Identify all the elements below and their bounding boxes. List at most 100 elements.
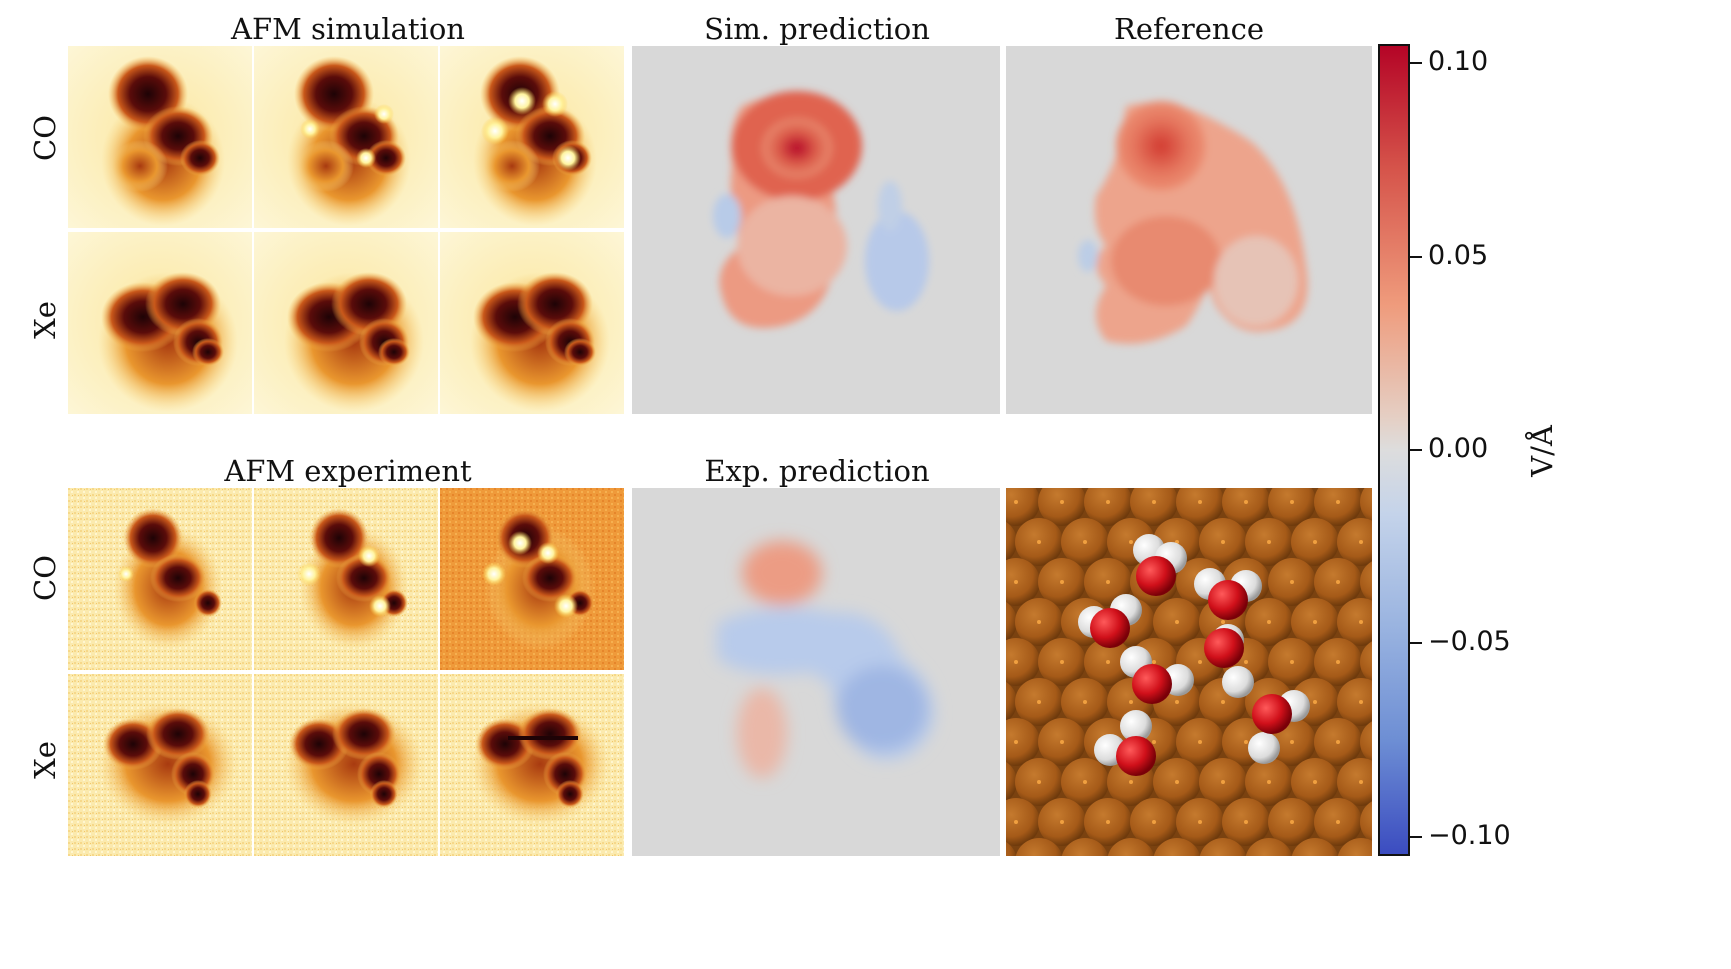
- colorbar-tick-mark: [1410, 642, 1422, 645]
- copper-atom-center: [1198, 500, 1202, 504]
- row-label-sim-co: CO: [28, 115, 62, 161]
- copper-atom: [1153, 838, 1201, 856]
- oxygen-atom: [1136, 556, 1176, 596]
- colorbar-tick-mark: [1410, 449, 1422, 451]
- copper-atom: [1360, 641, 1372, 683]
- copper-atom-center: [1359, 780, 1363, 784]
- copper-atom-center: [1014, 500, 1018, 504]
- colorbar: [1378, 44, 1410, 856]
- copper-atom-center: [1221, 540, 1225, 544]
- copper-atom: [1006, 798, 1040, 846]
- copper-atom: [1006, 841, 1017, 856]
- copper-atom: [1176, 488, 1224, 526]
- copper-atom-center: [1152, 820, 1156, 824]
- afm-experiment-grid: [68, 488, 624, 856]
- sim-prediction-map: [632, 46, 1000, 414]
- copper-atom-center: [1106, 500, 1110, 504]
- copper-atom-center: [1244, 500, 1248, 504]
- copper-atom-center: [1106, 660, 1110, 664]
- exp-prediction-map: [632, 488, 1000, 856]
- colorbar-label: V/Å: [1525, 425, 1559, 477]
- copper-atom-center: [1244, 740, 1248, 744]
- copper-atom: [1360, 721, 1372, 763]
- copper-atom: [1245, 838, 1293, 856]
- copper-atom-center: [1060, 820, 1064, 824]
- copper-atom: [1360, 488, 1372, 523]
- copper-atom-center: [1037, 540, 1041, 544]
- copper-atom-center: [1336, 740, 1340, 744]
- colorbar-tick-label: 0.05: [1428, 239, 1489, 271]
- oxygen-atom: [1090, 608, 1130, 648]
- copper-atom-center: [1083, 780, 1087, 784]
- copper-atom: [1291, 838, 1339, 856]
- copper-atom: [1006, 638, 1040, 686]
- copper-atom: [1199, 838, 1247, 856]
- copper-atom-center: [1336, 500, 1340, 504]
- copper-atom: [1006, 521, 1017, 563]
- copper-atom: [1107, 838, 1155, 856]
- copper-atom-center: [1014, 740, 1018, 744]
- copper-atom: [1222, 488, 1270, 526]
- oxygen-atom: [1132, 664, 1172, 704]
- copper-atom-center: [1313, 780, 1317, 784]
- copper-atom: [1360, 561, 1372, 603]
- copper-atom: [1337, 678, 1372, 726]
- copper-atom: [1084, 488, 1132, 526]
- atomic-structure-image: [1006, 488, 1372, 856]
- colorbar-tick-mark: [1410, 62, 1422, 65]
- copper-atom-center: [1060, 660, 1064, 664]
- title-reference: Reference: [1114, 12, 1264, 46]
- copper-atom: [1061, 838, 1109, 856]
- oxygen-atom: [1116, 736, 1156, 776]
- copper-atom-center: [1359, 620, 1363, 624]
- copper-atom-center: [1106, 820, 1110, 824]
- copper-atom-center: [1175, 620, 1179, 624]
- copper-atom-center: [1014, 580, 1018, 584]
- copper-atom-center: [1359, 700, 1363, 704]
- copper-atom-center: [1060, 740, 1064, 744]
- copper-atom: [1337, 598, 1372, 646]
- colorbar-tick-mark: [1410, 255, 1422, 258]
- copper-atom: [1006, 488, 1040, 526]
- copper-atom-center: [1290, 500, 1294, 504]
- copper-atom-center: [1152, 660, 1156, 664]
- title-afm-experiment: AFM experiment: [224, 454, 472, 488]
- copper-atom-center: [1175, 780, 1179, 784]
- reference-map: [1006, 46, 1372, 414]
- copper-atom: [1268, 488, 1316, 526]
- copper-atom: [1006, 718, 1040, 766]
- copper-atom: [1314, 488, 1362, 526]
- copper-atom-center: [1267, 540, 1271, 544]
- copper-atom: [1337, 758, 1372, 806]
- colorbar-tick-label: 0.00: [1428, 433, 1489, 464]
- copper-atom-center: [1014, 660, 1018, 664]
- copper-atom-center: [1313, 700, 1317, 704]
- copper-atom: [1006, 601, 1017, 643]
- oxygen-atom: [1252, 694, 1292, 734]
- copper-atom-center: [1198, 820, 1202, 824]
- copper-atom-center: [1198, 740, 1202, 744]
- hydrogen-atom: [1248, 732, 1280, 764]
- copper-atom-center: [1083, 540, 1087, 544]
- copper-atom: [1038, 488, 1086, 526]
- copper-atom-center: [1244, 820, 1248, 824]
- oxygen-atom: [1204, 628, 1244, 668]
- copper-atom-center: [1290, 740, 1294, 744]
- row-label-sim-xe: Xe: [28, 301, 62, 339]
- copper-atom-center: [1313, 620, 1317, 624]
- copper-atom-center: [1359, 540, 1363, 544]
- title-sim-prediction: Sim. prediction: [704, 12, 930, 46]
- copper-atom-center: [1152, 740, 1156, 744]
- copper-atom-center: [1037, 780, 1041, 784]
- copper-atom: [1006, 558, 1040, 606]
- copper-atom-center: [1129, 700, 1133, 704]
- title-afm-simulation: AFM simulation: [231, 12, 465, 46]
- copper-atom-center: [1198, 660, 1202, 664]
- copper-atom: [1015, 838, 1063, 856]
- copper-atom-center: [1221, 780, 1225, 784]
- copper-atom: [1337, 518, 1372, 566]
- oxygen-atom: [1208, 580, 1248, 620]
- copper-atom-center: [1060, 500, 1064, 504]
- copper-atom: [1360, 801, 1372, 843]
- copper-atom-center: [1129, 540, 1133, 544]
